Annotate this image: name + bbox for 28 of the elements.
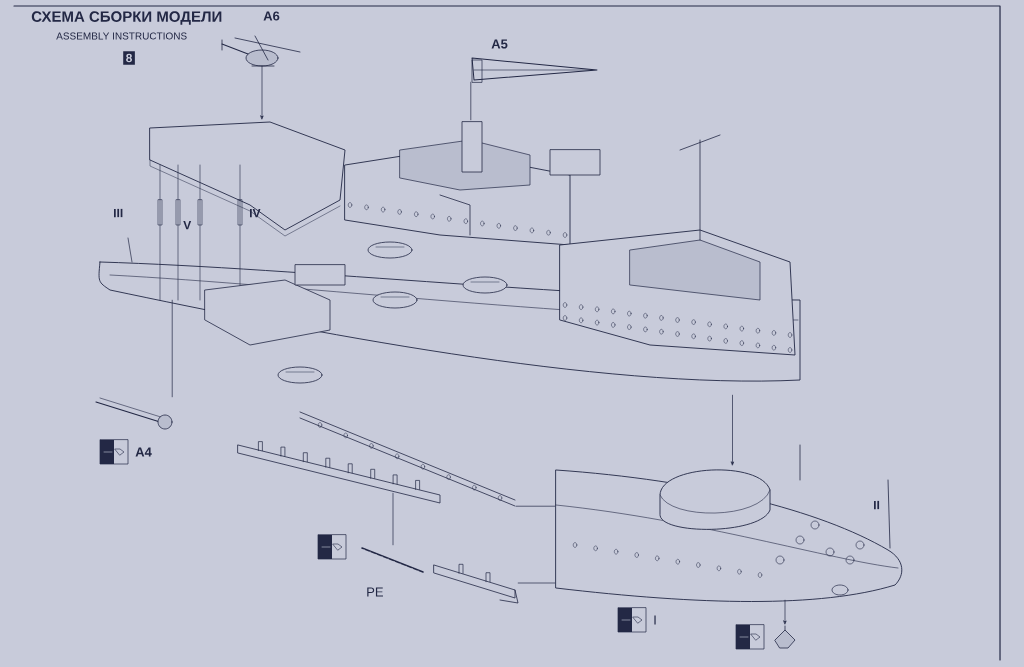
title: СХЕМА СБОРКИ МОДЕЛИ <box>31 11 222 25</box>
leader-line <box>517 582 556 584</box>
leader-line <box>515 505 556 507</box>
subtitle: ASSEMBLY INSTRUCTIONS <box>56 32 187 40</box>
part-number: A4 <box>135 447 152 457</box>
side-plate-drawing <box>237 411 516 507</box>
part-number: A6 <box>263 11 280 21</box>
arrow <box>260 65 264 120</box>
step-number: 8 <box>123 51 135 65</box>
part-number: V <box>183 220 192 230</box>
leader-line <box>470 81 472 121</box>
part-number: I <box>654 615 656 625</box>
bulwark-drawing <box>433 563 519 604</box>
part-number: IV <box>250 208 261 218</box>
arrow <box>783 599 787 625</box>
crane-drawing <box>471 57 598 83</box>
leader-line <box>171 299 173 398</box>
part-number: PE <box>367 587 383 597</box>
ship-superstructure-drawing <box>98 121 801 384</box>
photo-etch-strip-drawing <box>361 547 424 573</box>
hull-drawing <box>555 444 903 602</box>
part-number: II <box>874 500 880 510</box>
arrow <box>730 394 735 466</box>
helicopter-drawing <box>221 35 301 67</box>
part-number: III <box>114 208 123 218</box>
crane-drawing <box>95 397 173 430</box>
leader-line <box>392 492 394 546</box>
anchor-drawing <box>774 625 796 649</box>
